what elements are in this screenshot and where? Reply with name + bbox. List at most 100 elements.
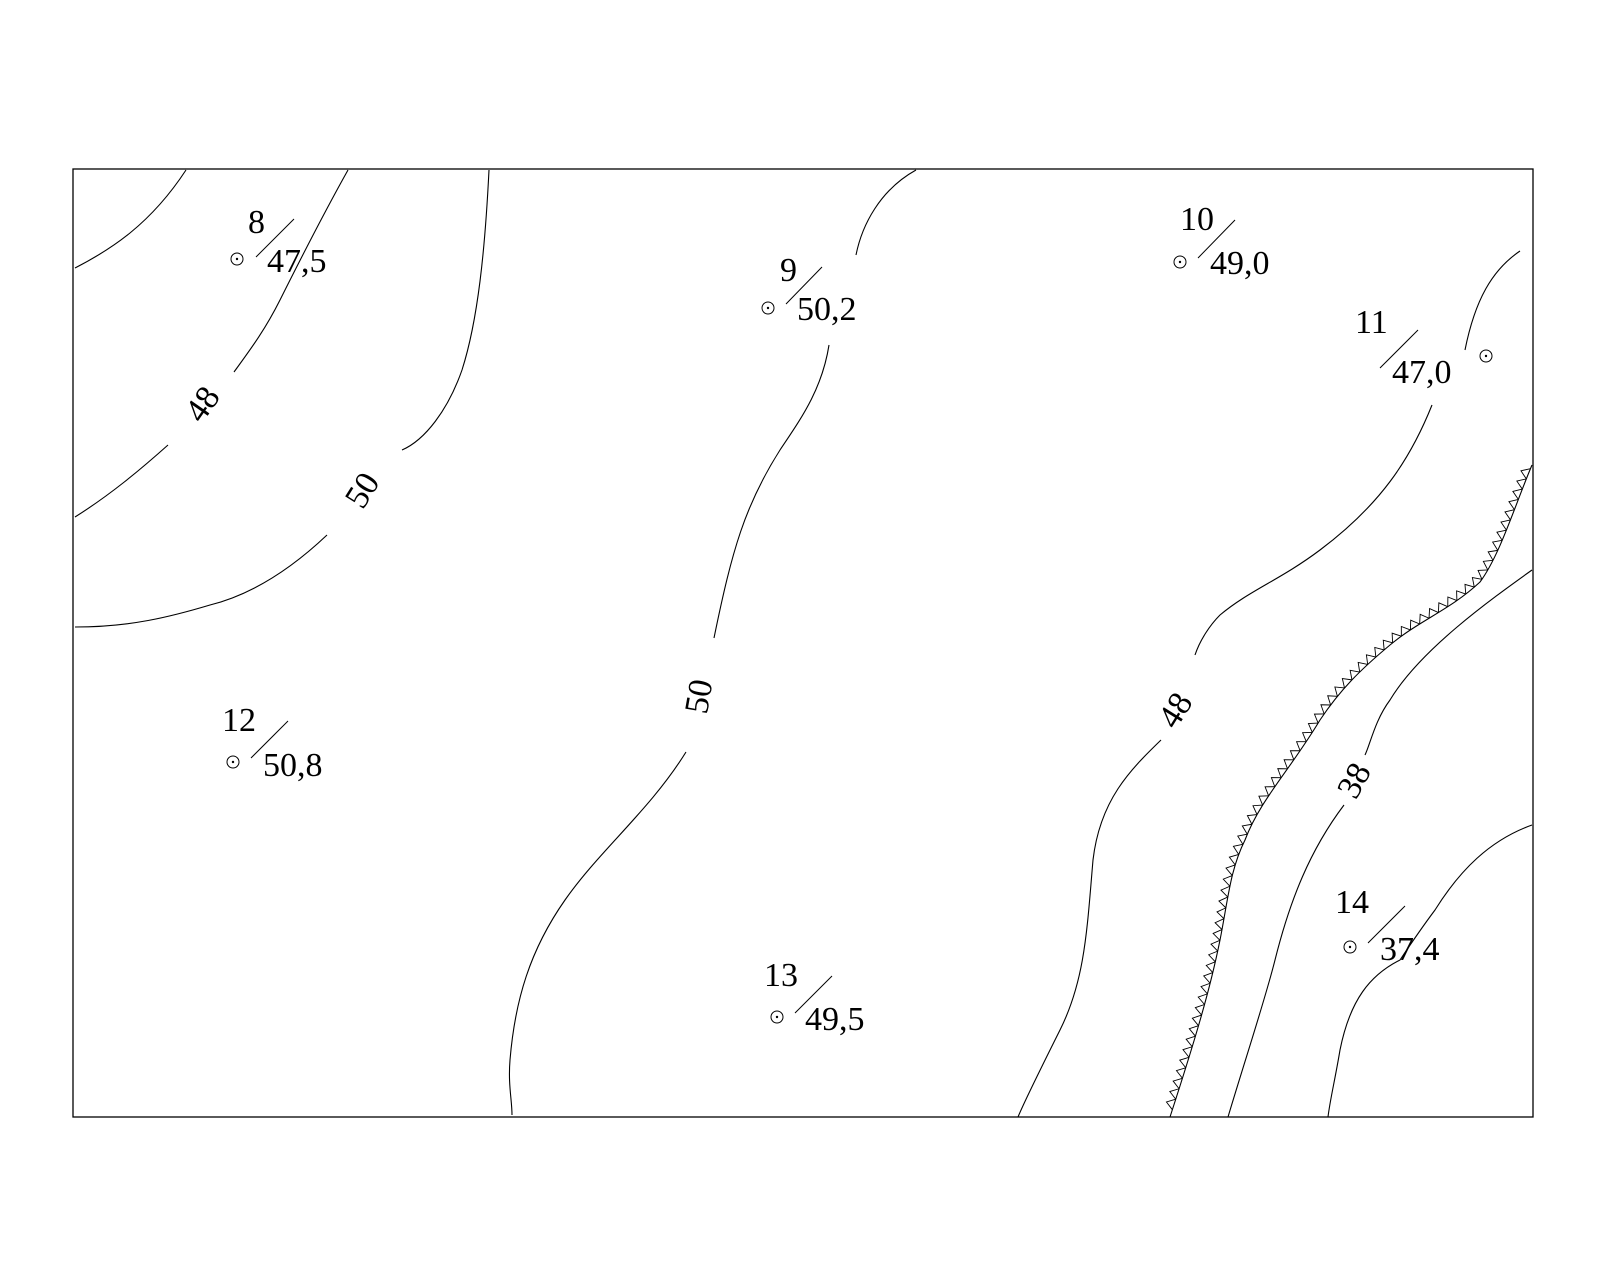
scarp-hachures [1165,468,1531,1110]
scarp-hachure [1391,632,1402,643]
scarp-hachure [1428,607,1439,619]
survey-points: 8 47,5 9 50,2 10 49,0 11 47,0 [222,201,1493,1038]
scarp-hachure [1508,498,1519,510]
scarp-hachure [1491,539,1503,551]
point-number: 10 [1180,201,1214,238]
point-marker-icon [1343,940,1357,954]
point-marker-icon [761,301,775,315]
contour-label: 48 [178,380,228,429]
scarp-path [1169,464,1533,1118]
scarp-hachure [1264,786,1275,796]
point-leader [1197,219,1236,259]
scarp-hachure [1182,1046,1193,1058]
scarp-hachure [1283,759,1294,769]
scarp-hachure [1496,529,1507,541]
contour-labels: 48 50 50 48 38 [178,380,1379,805]
point-number: 8 [248,204,265,241]
scarp-hachure [1320,704,1331,715]
scarp-hachure [1172,1077,1183,1090]
scarp-hachure [1471,577,1483,588]
point-marker-icon [1173,255,1187,269]
scarp-hachure [1232,843,1244,855]
point-center-icon [775,1015,779,1019]
point-elevation: 37,4 [1380,931,1440,968]
scarp-hachure [1512,488,1523,500]
scarp-hachure [1218,896,1228,909]
scarp-hachure [1165,1098,1176,1110]
scarp-hachure [1349,669,1360,680]
scarp-hachure [1169,1088,1180,1100]
survey-point-11: 11 47,0 [1355,304,1493,391]
point-leader [1367,905,1406,944]
point-marker-icon [230,252,244,266]
point-elevation: 47,0 [1392,354,1452,391]
survey-point-12: 12 50,8 [222,702,323,784]
scarp-hachure [1225,864,1236,876]
contour-top-left-corner [74,169,187,269]
point-number: 9 [780,252,797,289]
survey-point-9: 9 50,2 [761,252,857,328]
contour-48-east-lower [1017,739,1162,1118]
scarp-hachure [1200,982,1211,995]
scarp-hachure [1222,875,1233,887]
scarp-hachure [1237,833,1248,845]
scarp-hachure [1516,478,1527,490]
point-leader [794,975,833,1014]
point-number: 11 [1355,304,1388,341]
scarp-hachure [1482,559,1494,571]
point-center-icon [235,257,239,261]
contour-lowest [1327,824,1533,1118]
scarp-hachure [1313,713,1325,724]
scarp-hachure [1437,602,1448,613]
scarp-hachure [1295,741,1307,751]
point-number: 12 [222,702,256,739]
scarp-hachure [1175,1067,1186,1079]
scarp-hachure [1400,625,1411,637]
contour-50-west-upper [401,169,490,451]
point-center-icon [766,306,770,310]
scarp-hachure [1341,677,1353,689]
scarp-hachure [1246,814,1258,825]
scarp-hachure [1464,583,1475,595]
contour-50-central-upper [855,169,917,256]
point-center-icon [1178,260,1182,264]
point-center-icon [231,760,235,764]
contour-48-east-upper [1464,250,1521,351]
contour-48-west-lower [74,444,169,518]
point-leader [1379,329,1419,369]
scarp-hachure [1202,972,1213,984]
scarp-hachure [1216,907,1227,920]
point-leader [785,266,823,305]
scarp-line [1165,464,1533,1118]
scarp-hachure [1185,1035,1196,1048]
scarp-hachure [1228,854,1239,866]
scarp-hachure [1220,885,1231,898]
point-marker-icon [770,1010,784,1024]
scarp-hachure [1197,993,1208,1005]
scarp-hachure [1191,1014,1202,1026]
scarp-hachure [1477,569,1488,580]
scarp-hachure [1252,804,1263,815]
scarp-hachure [1205,961,1216,973]
scarp-hachure [1212,929,1223,941]
point-elevation: 47,5 [267,243,327,280]
scarp-hachure [1258,795,1269,806]
survey-point-8: 8 47,5 [230,204,327,280]
survey-point-10: 10 49,0 [1173,201,1270,282]
scarp-hachure [1520,468,1531,480]
contour-lines [74,169,1533,1118]
map-frame [72,168,1534,1118]
scarp-hachure [1500,519,1511,531]
scarp-hachure [1207,950,1218,963]
scarp-hachure [1456,590,1466,601]
point-number: 13 [764,957,798,994]
scarp-hachure [1277,768,1288,778]
scarp-hachure [1289,750,1301,760]
scarp-hachure [1504,509,1515,521]
point-marker-icon [1479,349,1493,363]
point-marker-icon [226,755,240,769]
point-elevation: 50,8 [263,747,323,784]
contour-50-central-mid [713,344,830,639]
contour-48-west-upper [233,169,349,373]
